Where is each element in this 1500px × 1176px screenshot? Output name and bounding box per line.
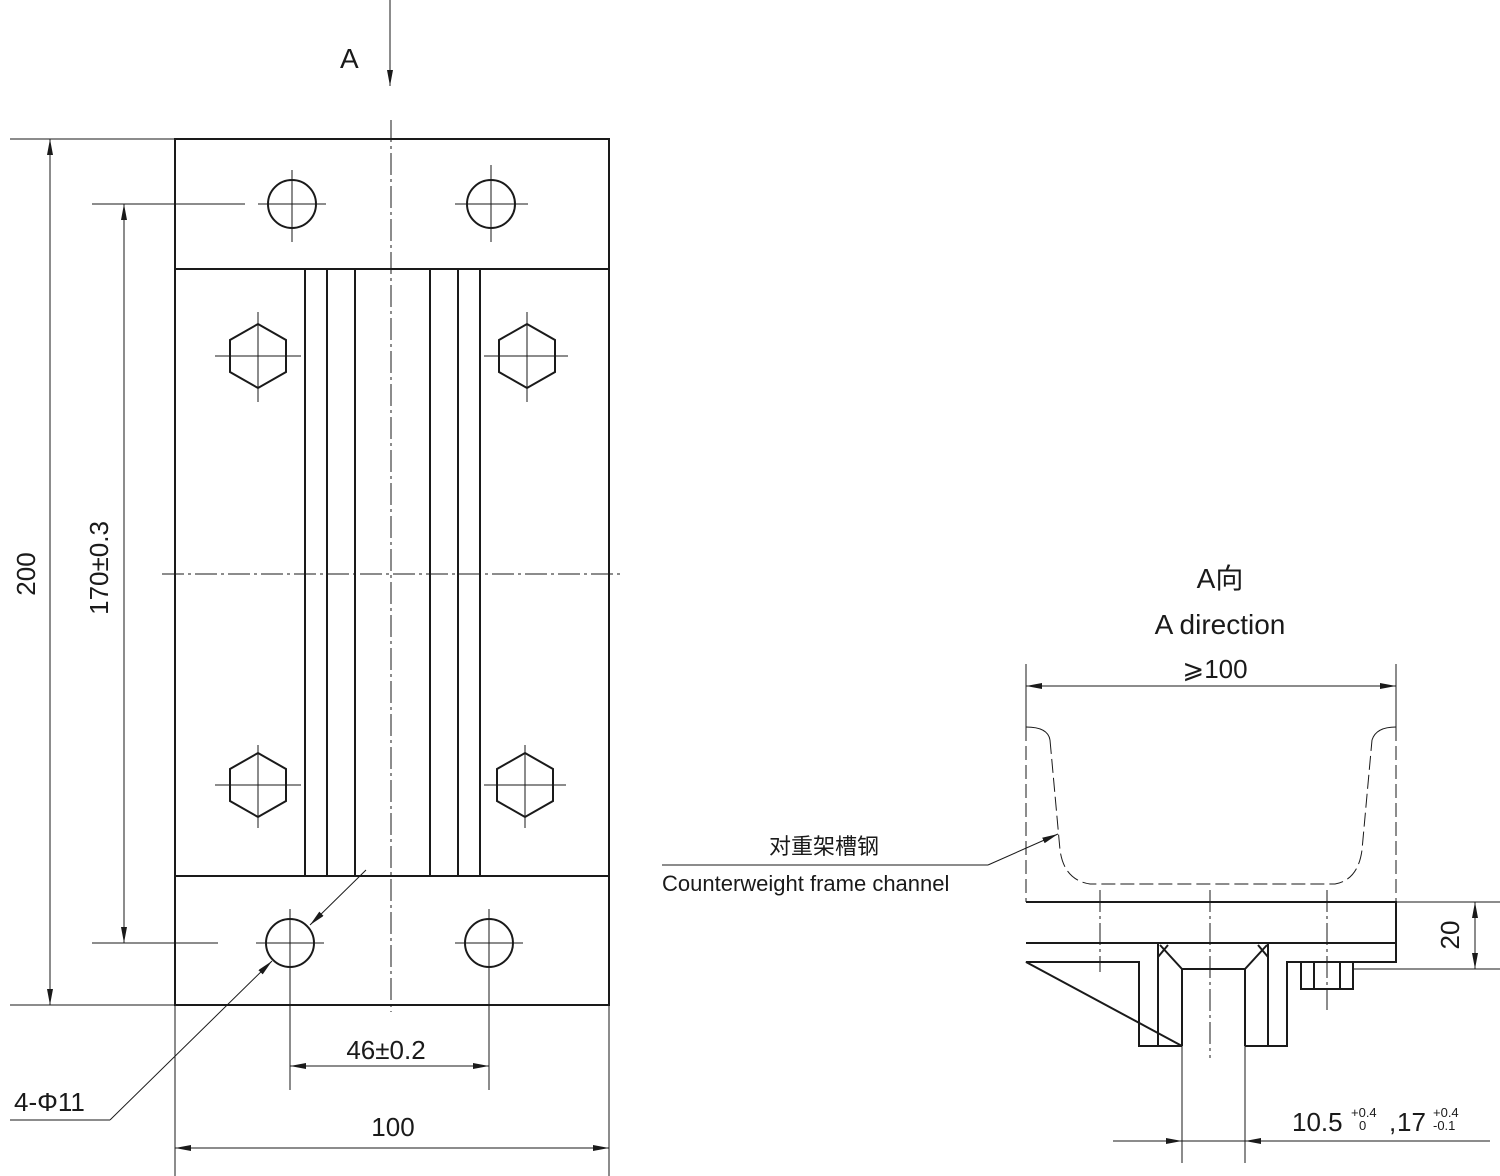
hex-bolt-icon	[215, 312, 301, 402]
main-view: A	[10, 0, 622, 1176]
dim-slot-1-upper-tol: +0.4	[1351, 1105, 1377, 1120]
hole	[258, 170, 326, 242]
dim-slot-1-lower-tol: 0	[1359, 1118, 1366, 1133]
hex-bolt-icon	[484, 312, 568, 402]
hole-callout-leader: 4-Φ11	[10, 869, 367, 1121]
channel-label-cn: 对重架槽钢	[769, 834, 879, 859]
hole-callout-label: 4-Φ11	[14, 1087, 85, 1117]
side-centerlines	[1099, 890, 1328, 1058]
view-title-cn: A向	[1197, 563, 1244, 594]
dimension-slot: 10.5 +0.4 0 , 17 +0.4 -0.1	[1113, 1046, 1490, 1163]
dimension-channel-width: ⩾100	[1025, 654, 1397, 902]
view-title-en: A direction	[1155, 609, 1286, 640]
dimension-46: 46±0.2	[289, 967, 490, 1090]
view-marker-label: A	[340, 43, 359, 74]
plate-outline	[174, 138, 610, 1006]
dimension-200: 200	[10, 138, 175, 1006]
dim-46-label: 46±0.2	[346, 1035, 425, 1065]
dim-slot-1-label: 10.5	[1292, 1107, 1343, 1137]
channel-label-en: Counterweight frame channel	[662, 871, 949, 896]
channel-profile	[1025, 726, 1397, 885]
side-view: A向 A direction ⩾100	[662, 563, 1500, 1163]
channel-leader: 对重架槽钢 Counterweight frame channel	[662, 833, 1059, 896]
view-arrow-a: A	[340, 0, 393, 86]
dim-slot-2-upper-tol: +0.4	[1433, 1105, 1459, 1120]
hex-bolts	[215, 312, 568, 828]
dim-170-label: 170±0.3	[84, 521, 114, 615]
centerlines	[162, 120, 622, 1012]
dimension-170: 170±0.3	[84, 203, 245, 944]
hex-bolt-icon	[484, 745, 566, 828]
hole	[455, 165, 528, 242]
dimension-20: 20	[1353, 901, 1500, 970]
dim-slot-2-lower-tol: -0.1	[1433, 1118, 1455, 1133]
hole	[455, 909, 523, 977]
mounting-holes	[256, 165, 528, 977]
hex-bolt-icon	[215, 745, 301, 828]
dim-channel-width-label: ⩾100	[1182, 654, 1247, 684]
dim-100-label: 100	[371, 1112, 414, 1142]
dim-200-label: 200	[11, 552, 41, 595]
dim-slot-2-label: 17	[1397, 1107, 1426, 1137]
dimension-100: 100	[174, 1005, 610, 1176]
dim-20-label: 20	[1435, 921, 1465, 950]
dim-slot-separator: ,	[1389, 1107, 1396, 1137]
